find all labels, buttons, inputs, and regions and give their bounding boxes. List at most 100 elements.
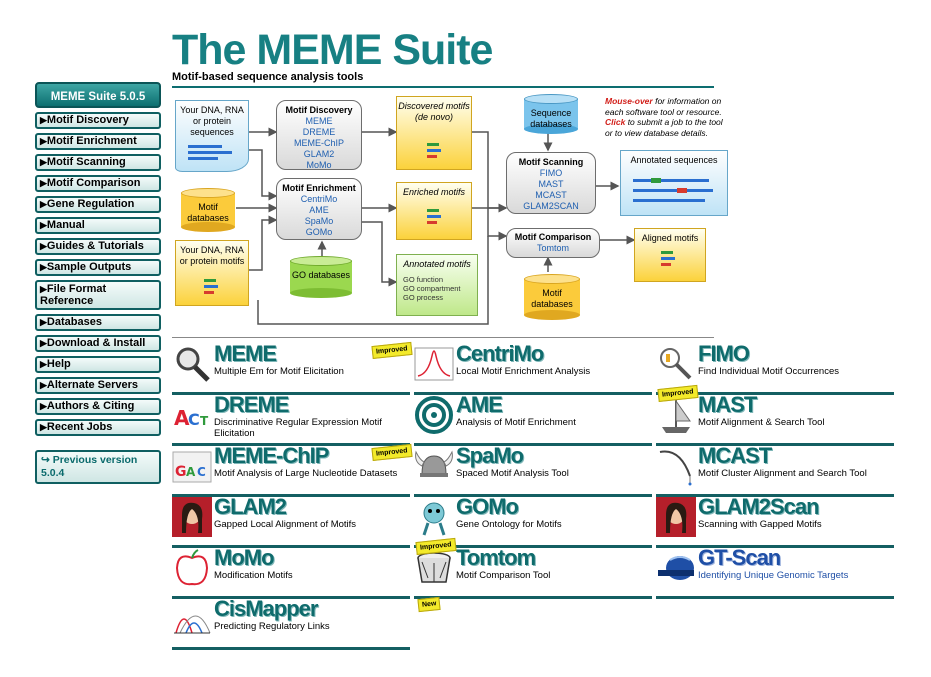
sequence-line	[633, 179, 709, 182]
enrichment-plot-icon	[414, 344, 454, 384]
sequence-line	[188, 157, 218, 160]
tool-mcast[interactable]: MCAST Motif Cluster Alignment and Search…	[656, 444, 894, 497]
tool-gt-scan[interactable]: GT-Scan Identifying Unique Genomic Targe…	[656, 546, 894, 599]
your-sequences-doc[interactable]: Your DNA, RNA or protein sequences	[175, 100, 249, 172]
arrow-right-icon: ▶	[40, 359, 47, 369]
tool-cismapper[interactable]: CisMapper Predicting Regulatory Links	[172, 597, 410, 650]
tool-glam2scan[interactable]: GLAM2Scan Scanning with Gapped Motifs	[656, 495, 894, 548]
arrow-right-icon: ▶	[40, 317, 47, 327]
workflow-diagram: Your DNA, RNA or protein sequences Motif…	[172, 90, 730, 330]
motif-discovery-box[interactable]: Motif Discovery MEME DREME MEME-ChIP GLA…	[276, 100, 362, 170]
sequence-line	[188, 145, 222, 148]
improved-badge: Improved	[371, 443, 413, 462]
sidebar-item-databases[interactable]: ▶Databases	[35, 314, 161, 331]
svg-text:C: C	[188, 410, 200, 429]
tool-fimo[interactable]: FIMO Find Individual Motif Occurrences	[656, 342, 894, 395]
annotated-sequences-doc[interactable]: Annotated sequences	[620, 150, 728, 216]
motif-bar	[204, 291, 214, 294]
arrow-right-icon: ▶	[40, 422, 47, 432]
arrow-right-icon: ▶	[40, 284, 47, 294]
discovered-motifs-doc[interactable]: Discovered motifs (de novo)	[396, 96, 472, 170]
motif-bar	[204, 285, 218, 288]
tool-mast[interactable]: MAST Motif Alignment & Search Tool Impro…	[656, 384, 894, 446]
tool-gomo[interactable]: GOMo Gene Ontology for Motifs	[414, 495, 652, 548]
sidebar-item-alternate-servers[interactable]: ▶Alternate Servers	[35, 377, 161, 394]
annotated-item: GO process	[403, 293, 444, 302]
tool-tomtom[interactable]: Tomtom Motif Comparison Tool Improved	[414, 537, 652, 599]
svg-text:A: A	[174, 406, 190, 430]
motif-bar	[427, 149, 441, 152]
motif-site	[677, 188, 687, 193]
go-databases[interactable]: GO databases	[290, 256, 352, 298]
sidebar-item-sample-outputs[interactable]: ▶Sample Outputs	[35, 259, 161, 276]
svg-text:C: C	[197, 465, 206, 479]
sidebar-item-recent-jobs[interactable]: ▶Recent Jobs	[35, 419, 161, 436]
arrow-right-icon: ▶	[40, 220, 47, 230]
motif-comparison-box[interactable]: Motif Comparison Tomtom	[506, 228, 600, 258]
tool-glam2[interactable]: GLAM2 Gapped Local Alignment of Motifs	[172, 495, 410, 548]
sequence-databases[interactable]: Sequence databases	[524, 94, 578, 134]
search-motif-icon	[656, 344, 696, 384]
sidebar-item-authors-citing[interactable]: ▶Authors & Citing	[35, 398, 161, 415]
page-title: The MEME Suite	[172, 26, 493, 74]
annotated-item: GO function	[403, 275, 444, 284]
arrow-right-icon: ▶	[40, 157, 47, 167]
glamour-portrait-icon	[172, 497, 212, 537]
arrow-right-icon: ▶	[40, 380, 47, 390]
sidebar-item-motif-enrichment[interactable]: ▶Motif Enrichment	[35, 133, 161, 150]
tool-ame[interactable]: AME Analysis of Motif Enrichment	[414, 393, 652, 446]
motif-bar	[427, 143, 439, 146]
sidebar-item-motif-comparison[interactable]: ▶Motif Comparison	[35, 175, 161, 192]
sidebar-item-help[interactable]: ▶Help	[35, 356, 161, 373]
arrow-right-icon: ▶	[40, 136, 47, 146]
ship-mast-icon	[656, 395, 696, 435]
arrow-right-icon: ▶	[40, 401, 47, 411]
sidebar-item-manual[interactable]: ▶Manual	[35, 217, 161, 234]
aligned-motifs-doc[interactable]: Aligned motifs	[634, 228, 706, 282]
drum-icon	[414, 548, 454, 588]
arrow-right-icon: ▶	[40, 338, 47, 348]
annotated-motifs-doc[interactable]: Annotated motifs GO function GO compartm…	[396, 254, 478, 316]
tool-spamo[interactable]: SpaMo Spaced Motif Analysis Tool	[414, 444, 652, 497]
apple-logo-icon	[172, 548, 212, 588]
tool-momo[interactable]: MoMo Modification Motifs	[172, 546, 410, 599]
motif-scanning-box[interactable]: Motif Scanning FIMO MAST MCAST GLAM2SCAN	[506, 152, 596, 214]
diagram-note: Mouse-over for information on each softw…	[605, 96, 723, 138]
sidebar-item-guides-tutorials[interactable]: ▶Guides & Tutorials	[35, 238, 161, 255]
tool-meme[interactable]: MEME Multiple Em for Motif Elicitation I…	[172, 341, 413, 395]
annotated-item: GO compartment	[403, 284, 461, 293]
sidebar-item-download-install[interactable]: ▶Download & Install	[35, 335, 161, 352]
new-badge: New	[417, 596, 442, 613]
arrow-right-icon: ▶	[40, 241, 47, 251]
motif-databases-right[interactable]: Motif databases	[524, 274, 580, 320]
svg-text:T: T	[200, 414, 209, 428]
glamour-portrait-icon	[656, 497, 696, 537]
motif-bar	[427, 209, 439, 212]
motif-databases-left[interactable]: Motif databases	[181, 188, 235, 232]
gt-scan-logo-icon	[656, 548, 696, 588]
sidebar-item-file-format-reference[interactable]: ▶File Format Reference	[35, 280, 161, 310]
motif-bar	[661, 251, 673, 254]
enriched-motifs-doc[interactable]: Enriched motifs	[396, 182, 472, 240]
regulatory-arcs-icon	[172, 599, 212, 639]
motif-enrichment-box[interactable]: Motif Enrichment CentriMo AME SpaMo GOMo	[276, 178, 362, 240]
svg-text:A: A	[186, 465, 196, 479]
cartoon-mascot-icon	[414, 497, 454, 537]
sidebar-item-motif-scanning[interactable]: ▶Motif Scanning	[35, 154, 161, 171]
version-header[interactable]: MEME Suite 5.0.5	[35, 82, 161, 108]
diagram-divider	[172, 337, 714, 338]
motif-site	[651, 178, 661, 183]
your-motifs-doc[interactable]: Your DNA, RNA or protein motifs	[175, 240, 249, 306]
sidebar-item-motif-discovery[interactable]: ▶Motif Discovery	[35, 112, 161, 129]
previous-version-link[interactable]: ↪ Previous version 5.0.4	[35, 450, 161, 484]
arrow-right-icon: ▶	[40, 199, 47, 209]
tool-centrimo[interactable]: CentriMo Local Motif Enrichment Analysis	[414, 342, 652, 395]
arrow-right-icon: ▶	[40, 115, 47, 125]
improved-badge: Improved	[371, 341, 413, 360]
sidebar-item-gene-regulation[interactable]: ▶Gene Regulation	[35, 196, 161, 213]
fishing-rod-icon	[656, 446, 696, 486]
